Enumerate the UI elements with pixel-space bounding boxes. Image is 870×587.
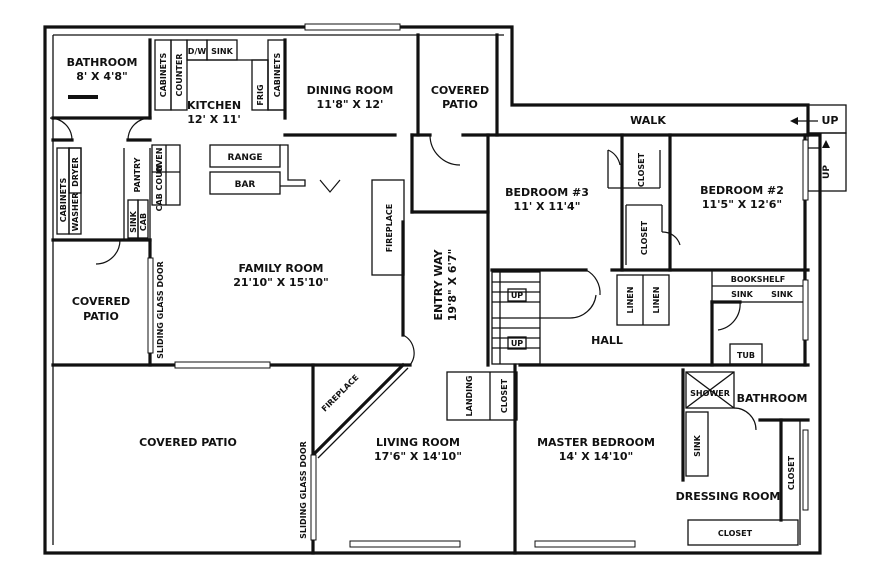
entry-way-dims: 19'8" X 6'7"	[446, 249, 459, 322]
bedroom3-dims: 11' X 11'4"	[514, 200, 581, 213]
bathroom-dims: 8' X 4'8"	[76, 70, 128, 83]
counter-label: COUNTER	[175, 54, 184, 97]
laundry-cabinets-label: CABINETS	[59, 178, 68, 223]
fireplace-lower-label: FIREPLACE	[320, 373, 361, 414]
stairs-up-2-label: UP	[511, 339, 523, 348]
laundry-cab-label: CAB	[139, 213, 148, 231]
bedroom2-closet-label: CLOSET	[640, 220, 649, 255]
bath-sink-2-label: SINK	[771, 290, 793, 299]
living-room-label: LIVING ROOM	[376, 436, 460, 449]
kitchen-dims: 12' X 11'	[187, 113, 241, 126]
dishwasher-label: D/W	[188, 47, 207, 56]
bedroom3-label: BEDROOM #3	[505, 186, 589, 199]
laundry-sink-label: SINK	[129, 210, 138, 232]
family-room-label: FAMILY ROOM	[238, 262, 323, 275]
family-room-dims: 21'10" X 15'10"	[233, 276, 329, 289]
sliding-door-living-label: SLIDING GLASS DOOR	[299, 441, 308, 539]
bookshelf-label: BOOKSHELF	[731, 275, 785, 284]
up-right-label: UP	[822, 114, 839, 127]
dining-room-dims: 11'8" X 12'	[317, 98, 384, 111]
covered-patio-bottom-label: COVERED PATIO	[139, 436, 237, 449]
frig-label: FRIG	[256, 84, 265, 105]
shower-label: SHOWER	[690, 389, 730, 398]
entry-way-label: ENTRY WAY	[432, 248, 445, 320]
bedroom2-label: BEDROOM #2	[700, 184, 784, 197]
up-vertical-label: UP	[822, 165, 832, 179]
dressing-closet-vertical-label: CLOSET	[787, 455, 796, 490]
pantry-label: PANTRY	[133, 157, 142, 192]
dressing-room-label: DRESSING ROOM	[676, 490, 781, 503]
fixture-labels: D/W SINK CABINETS COUNTER FRIG CABINETS …	[59, 47, 796, 539]
room-labels: BATHROOM 8' X 4'8" KITCHEN 12' X 11' DIN…	[67, 56, 808, 503]
range-label: RANGE	[228, 153, 263, 163]
bedroom2-dims: 11'5" X 12'6"	[702, 198, 782, 211]
dining-room-label: DINING ROOM	[307, 84, 394, 97]
kitchen-cabinets-right-label: CABINETS	[273, 53, 282, 98]
tub-label: TUB	[737, 351, 755, 360]
master-bedroom-label: MASTER BEDROOM	[537, 436, 655, 449]
linen-1-label: LINEN	[626, 287, 635, 314]
dressing-closet-bottom-label: CLOSET	[718, 529, 753, 538]
bedroom3-closet-label: CLOSET	[637, 152, 646, 187]
master-bathroom-label: BATHROOM	[737, 392, 808, 405]
cab-coun-label: CAB COUN	[155, 165, 164, 212]
dryer-label: DRYER	[71, 157, 80, 187]
bath-sink-1-label: SINK	[731, 290, 753, 299]
linen-2-label: LINEN	[652, 287, 661, 314]
covered-patio-top-label-2: PATIO	[442, 98, 478, 111]
landing-closet-label: CLOSET	[500, 378, 509, 413]
covered-patio-top-label: COVERED	[431, 84, 489, 97]
landing-label: LANDING	[465, 376, 474, 417]
kitchen-label: KITCHEN	[187, 99, 241, 112]
kitchen-cabinets-left-label: CABINETS	[159, 53, 168, 98]
fireplace-upper-label: FIREPLACE	[385, 204, 394, 253]
kitchen-sink-label: SINK	[211, 47, 233, 56]
stairs-up-1-label: UP	[511, 291, 523, 300]
master-bedroom-dims: 14' X 14'10"	[559, 450, 634, 463]
interior-walls	[51, 33, 810, 555]
covered-patio-left-label: COVERED	[72, 295, 130, 308]
door-swings	[49, 117, 757, 431]
sliding-door-family-label: SLIDING GLASS DOOR	[156, 261, 165, 359]
windows	[147, 23, 809, 548]
walk-label: WALK	[630, 114, 666, 127]
exterior-labels: WALK UP UP	[630, 114, 838, 179]
bar-label: BAR	[235, 180, 256, 190]
master-sink-label: SINK	[693, 434, 702, 456]
oven-label: OVEN	[155, 148, 164, 173]
covered-patio-left-label-2: PATIO	[83, 310, 119, 323]
washer-label: WASHER	[71, 193, 80, 232]
living-room-dims: 17'6" X 14'10"	[374, 450, 462, 463]
hall-label: HALL	[591, 334, 623, 347]
bathroom-label: BATHROOM	[67, 56, 138, 69]
